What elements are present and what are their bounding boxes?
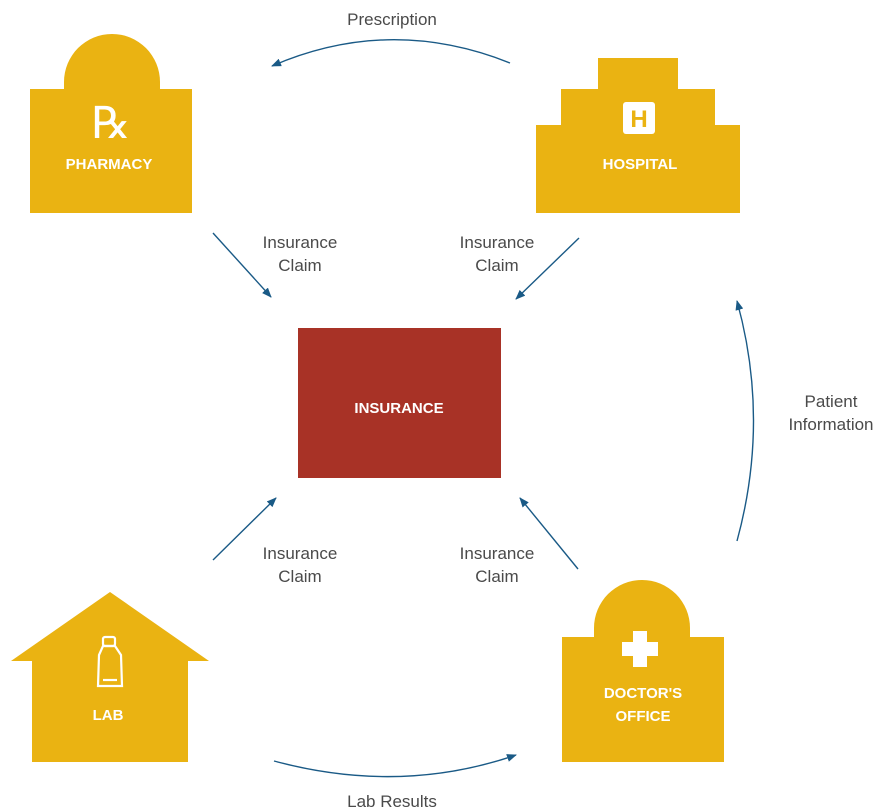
pharmacy-label: PHARMACY <box>66 156 153 173</box>
pharmacy-node: ℞ PHARMACY <box>30 34 192 213</box>
label-lab-claim-line1: Insurance <box>263 544 338 563</box>
label-prescription: Prescription <box>347 10 437 29</box>
label-lab-results: Lab Results <box>347 792 437 810</box>
label-pharmacy-claim-line1: Insurance <box>263 233 338 252</box>
bottle-icon <box>96 635 124 688</box>
arrow-lab-results <box>273 754 517 778</box>
label-hospital-claim-line2: Claim <box>475 256 518 275</box>
label-doctor-claim-line2: Claim <box>475 567 518 586</box>
arrow-lab-claim <box>212 497 277 561</box>
hospital-building-shape <box>536 58 740 213</box>
label-lab-claim-line2: Claim <box>278 567 321 586</box>
label-pharmacy-claim-line2: Claim <box>278 256 321 275</box>
doctors-office-building-shape <box>562 580 724 762</box>
label-patient-information-line2: Information <box>788 415 873 434</box>
lab-building-shape <box>11 592 209 762</box>
arrow-hospital-claim <box>515 237 580 300</box>
insurance-label: INSURANCE <box>354 400 443 417</box>
arrow-doctor-claim <box>519 497 579 570</box>
pharmacy-building-shape <box>30 34 192 213</box>
insurance-box <box>298 328 501 478</box>
arrow-prescription <box>271 39 511 67</box>
doctors-office-node: DOCTOR'S OFFICE <box>562 580 724 762</box>
hospital-node: H HOSPITAL <box>536 58 740 213</box>
lab-node: LAB <box>11 592 209 762</box>
doctors-office-label-line2: OFFICE <box>616 708 671 725</box>
doctors-office-label-line1: DOCTOR'S <box>604 685 682 702</box>
hospital-sign-letter: H <box>630 106 647 133</box>
hospital-sign-icon <box>623 102 655 134</box>
label-hospital-claim-line1: Insurance <box>460 233 535 252</box>
label-doctor-claim-line1: Insurance <box>460 544 535 563</box>
insurance-node: INSURANCE <box>298 328 501 478</box>
hospital-label: HOSPITAL <box>603 156 678 173</box>
arrow-pharmacy-claim <box>212 232 272 298</box>
cross-icon <box>622 631 658 667</box>
label-patient-information-line1: Patient <box>805 392 858 411</box>
lab-label: LAB <box>93 707 124 724</box>
arrow-patient-information <box>735 300 755 542</box>
rx-icon: ℞ <box>91 99 130 148</box>
